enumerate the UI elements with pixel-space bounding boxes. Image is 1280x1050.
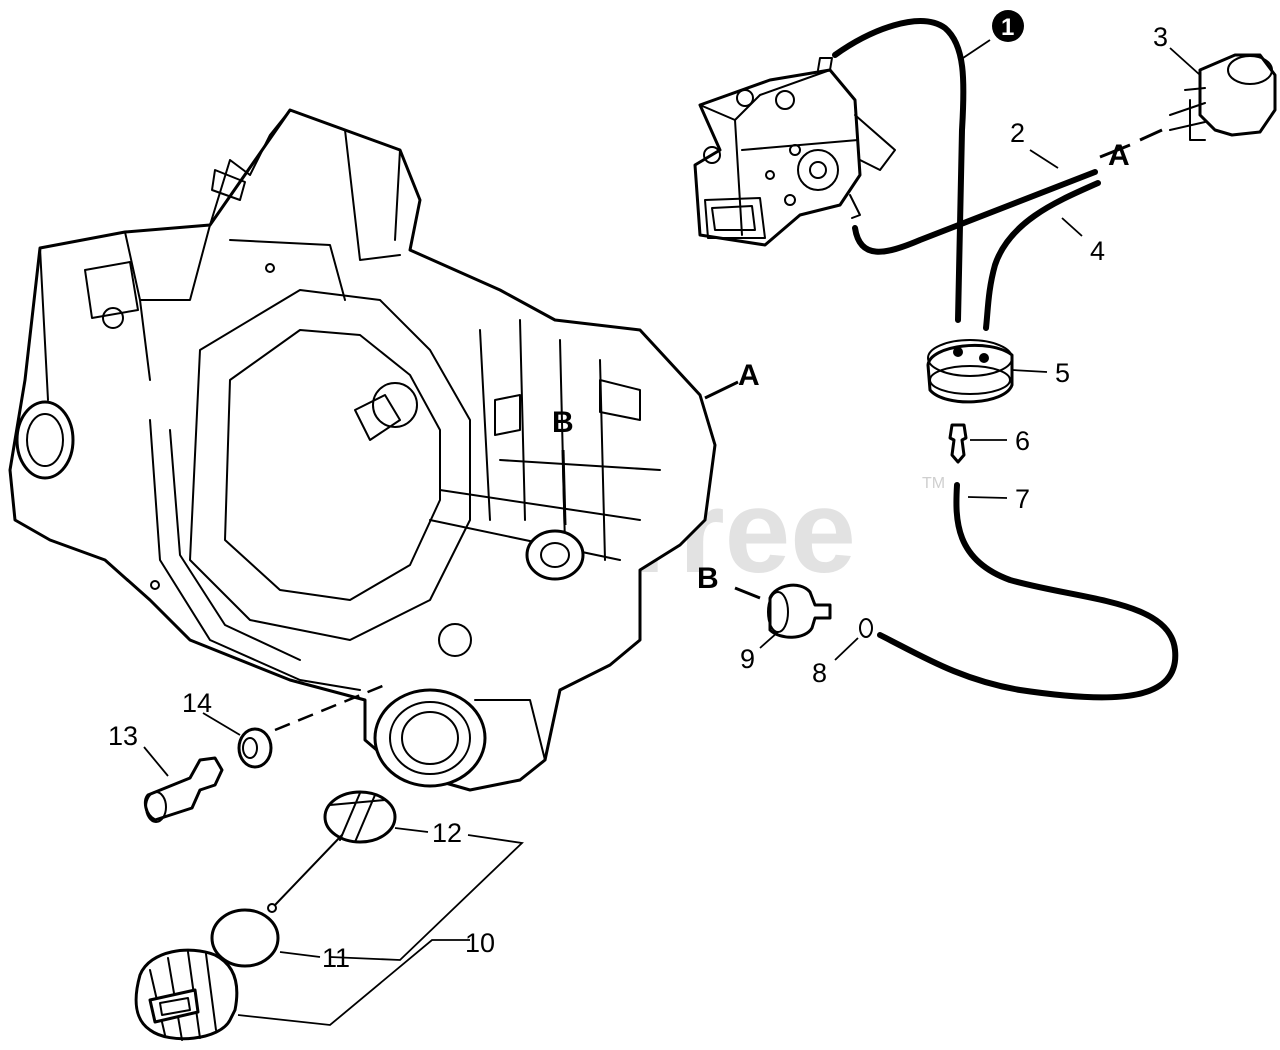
callout-1-badge[interactable] bbox=[992, 10, 1024, 42]
callout-9[interactable]: 9 bbox=[740, 644, 755, 674]
hoses[interactable] bbox=[832, 18, 1179, 701]
hose-2 bbox=[852, 169, 1098, 255]
fuel-filter[interactable] bbox=[767, 583, 832, 639]
o-ring-11[interactable] bbox=[210, 908, 280, 968]
fitting[interactable] bbox=[948, 423, 968, 464]
callout-13[interactable]: 13 bbox=[108, 721, 138, 751]
callout-14[interactable]: 14 bbox=[182, 688, 212, 718]
grommet-14[interactable] bbox=[237, 727, 273, 769]
watermark-trademark: TM bbox=[922, 475, 945, 492]
fuel-cap-10[interactable] bbox=[134, 948, 239, 1041]
hose-1 bbox=[832, 18, 967, 323]
reference-letters: A A B B bbox=[552, 139, 1130, 595]
primer-bulb[interactable] bbox=[1169, 53, 1277, 141]
callout-labels: 1 2 3 4 5 6 7 8 9 10 11 12 13 14 bbox=[108, 10, 1168, 973]
plug-13[interactable] bbox=[143, 756, 224, 823]
callout-8[interactable]: 8 bbox=[812, 658, 827, 688]
o-ring-8[interactable] bbox=[859, 618, 873, 638]
callout-10[interactable]: 10 bbox=[465, 928, 495, 958]
callout-12[interactable]: 12 bbox=[432, 818, 462, 848]
callout-2[interactable]: 2 bbox=[1010, 118, 1025, 148]
assembly-line-14 bbox=[274, 683, 386, 732]
callout-7[interactable]: 7 bbox=[1015, 484, 1030, 514]
hose-7 bbox=[877, 482, 1179, 701]
hose-4 bbox=[983, 180, 1101, 331]
ref-a-crankcase: A bbox=[738, 359, 760, 392]
leader-lines bbox=[143, 39, 1201, 1026]
fuel-grommet[interactable] bbox=[926, 339, 1014, 404]
ref-b-crankcase: B bbox=[552, 406, 574, 439]
ref-a-carb: A bbox=[1108, 139, 1130, 172]
ref-b-filter: B bbox=[697, 562, 719, 595]
carburetor[interactable] bbox=[693, 57, 896, 247]
callout-6[interactable]: 6 bbox=[1015, 426, 1030, 456]
callout-5[interactable]: 5 bbox=[1055, 358, 1070, 388]
callout-11[interactable]: 11 bbox=[322, 943, 350, 973]
callout-1[interactable]: 1 bbox=[1001, 14, 1014, 41]
callout-4[interactable]: 4 bbox=[1090, 236, 1105, 266]
crankcase[interactable] bbox=[8, 108, 717, 792]
retainer-12[interactable] bbox=[267, 790, 397, 913]
callout-3[interactable]: 3 bbox=[1153, 22, 1168, 52]
